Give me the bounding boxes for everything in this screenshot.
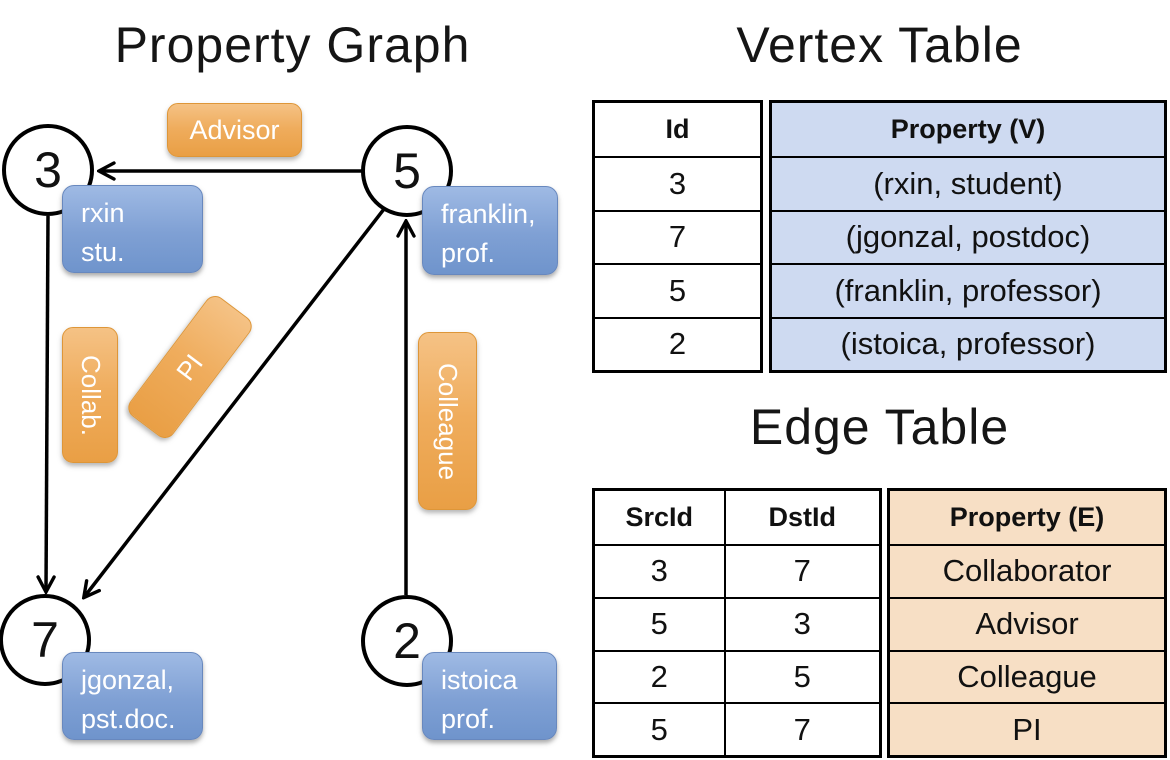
edge-5-to-7 — [85, 207, 386, 596]
node-2-id: 2 — [393, 613, 421, 669]
node-3-id: 3 — [34, 142, 62, 198]
edge-table-id-columns: SrcId DstId 3 7 5 3 2 5 5 7 — [592, 488, 882, 758]
vertex-label-rxin-line1: rxin — [81, 198, 125, 228]
vertex-table-id-2: 5 — [595, 263, 760, 317]
property-graph-title: Property Graph — [114, 17, 471, 73]
vertex-label-franklin-line2: prof. — [441, 238, 496, 269]
node-7-id: 7 — [31, 612, 59, 668]
vertex-table-id-header: Id — [665, 114, 690, 144]
edge-label-advisor-text: Advisor — [189, 114, 280, 145]
edge-table-dst-1: 3 — [723, 596, 879, 650]
edge-label-collab-text: Collab. — [75, 354, 106, 436]
vertex-table-id-column: Id 3 7 5 2 — [592, 100, 763, 373]
vertex-table-id-3: 2 — [595, 316, 760, 371]
edge-table-src-0: 3 — [595, 544, 724, 597]
edge-label-colleague: Colleague — [418, 332, 477, 510]
vertex-label-franklin-line1: franklin, — [441, 199, 536, 229]
edge-table-property-2: Colleague — [890, 649, 1164, 703]
edge-table-dst-2: 5 — [723, 649, 879, 703]
edge-table-dst-3: 7 — [723, 702, 879, 755]
edge-table-src-2: 2 — [595, 649, 724, 703]
vertex-label-jgonzal: jgonzal, pst.doc. — [62, 652, 203, 740]
vertex-label-jgonzal-line1: jgonzal, — [81, 665, 175, 695]
graph-edges — [0, 0, 585, 760]
edge-label-collab: Collab. — [62, 327, 118, 463]
vertex-label-istoica-line2: prof. — [441, 704, 496, 735]
edge-label-advisor: Advisor — [167, 103, 302, 157]
edge-label-pi-text: PI — [170, 347, 209, 386]
node-5-id: 5 — [393, 143, 421, 199]
edge-table-dst-0: 7 — [723, 544, 879, 597]
vertex-label-istoica: istoica prof. — [422, 652, 557, 740]
edge-3-to-7 — [46, 215, 48, 590]
vertex-label-jgonzal-line2: pst.doc. — [81, 704, 176, 735]
vertex-table-property-header: Property (V) — [890, 114, 1046, 144]
edge-table-property-header: Property (E) — [949, 502, 1105, 532]
edge-table-title: Edge Table — [749, 399, 1010, 455]
edge-table-property-0: Collaborator — [890, 544, 1164, 597]
edge-table-src-1: 5 — [595, 596, 724, 650]
vertex-label-istoica-line1: istoica — [441, 665, 518, 695]
vertex-table-property-0: (rxin, student) — [772, 156, 1164, 210]
edge-table-property-column: Property (E) Collaborator Advisor Collea… — [887, 488, 1167, 758]
vertex-label-franklin: franklin, prof. — [422, 186, 558, 275]
vertex-table-id-1: 7 — [595, 209, 760, 264]
vertex-label-rxin-line2: stu. — [81, 237, 125, 268]
vertex-table-property-1: (jgonzal, postdoc) — [772, 209, 1164, 264]
edge-table-property-3: PI — [890, 702, 1164, 755]
edge-table-property-1: Advisor — [890, 596, 1164, 650]
node-5: 5 — [361, 125, 453, 217]
vertex-table-property-column: Property (V) (rxin, student) (jgonzal, p… — [769, 100, 1167, 373]
vertex-table-property-2: (franklin, professor) — [772, 263, 1164, 317]
vertex-table-property-3: (istoica, professor) — [772, 316, 1164, 371]
edge-label-colleague-text: Colleague — [433, 362, 463, 480]
vertex-label-rxin: rxin stu. — [62, 185, 203, 273]
edge-table-src-3: 5 — [595, 702, 724, 755]
edge-table-dstid-header: DstId — [723, 491, 880, 544]
vertex-table-id-0: 3 — [595, 156, 760, 210]
vertex-table-title: Vertex Table — [736, 17, 1023, 73]
edge-table-srcid-header: SrcId — [625, 502, 694, 532]
node-2: 2 — [361, 595, 453, 687]
